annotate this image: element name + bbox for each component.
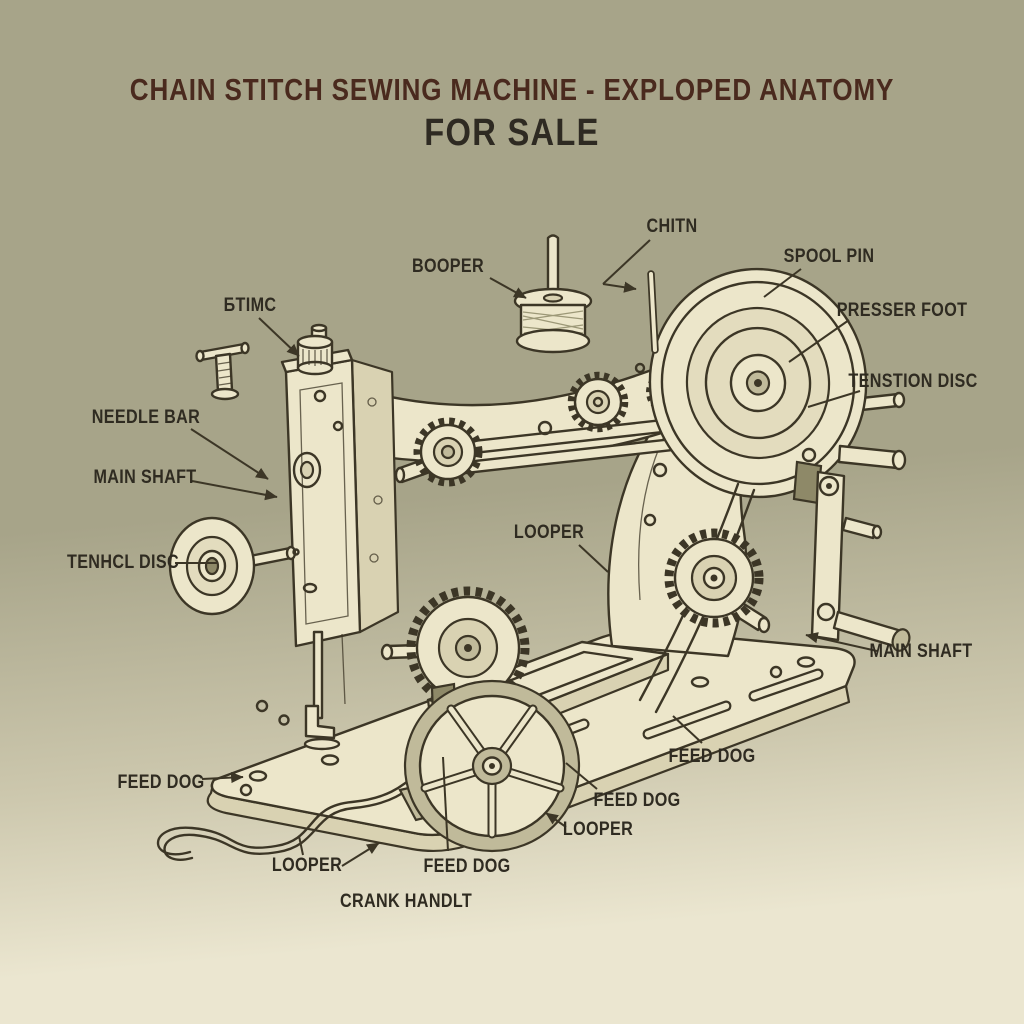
- part-label-looper-center: LOOPER: [513, 522, 585, 543]
- top-knobs-illustration: [296, 323, 334, 376]
- part-label-looper-bottom: LOOPER: [271, 855, 343, 876]
- part-label-chitn: CHITN: [646, 216, 698, 237]
- part-label-tenhcl-disc: TENHCL DISC: [66, 552, 180, 573]
- part-label-presser-foot: PRESSER FOOT: [836, 300, 968, 321]
- part-label-feed-dog-bottom: FEED DOG: [423, 856, 511, 877]
- part-label-feed-dog-left: FEED DOG: [117, 772, 205, 793]
- looper-gear-illustration: [664, 528, 771, 634]
- part-label-main-shaft-right: MAIN SHAFT: [869, 641, 973, 662]
- crank-handle-illustration: [792, 444, 911, 652]
- treadle-cord-illustration: [156, 766, 428, 861]
- leader-line-feed-dog-right: [672, 715, 703, 744]
- leader-line-main-shaft-left: [191, 480, 278, 501]
- machine-head-illustration: [280, 348, 400, 648]
- spool-pin-rod-illustration: [647, 270, 659, 354]
- leader-line-needle-bar: [190, 428, 269, 480]
- needle-bar-illustration: [303, 630, 346, 751]
- hand-wheel-illustration: [398, 679, 581, 853]
- leader-line-feed-dog-mid: [565, 762, 598, 790]
- leader-line-chitn: [602, 281, 637, 293]
- leader-line-spool-pin: [763, 268, 802, 298]
- arm-gear-large: [394, 417, 483, 487]
- bobbin-winder-illustration: [195, 341, 250, 401]
- part-label-feed-dog-mid: FEED DOG: [593, 790, 681, 811]
- part-label-needle-bar: NEEDLE BAR: [91, 407, 201, 428]
- leader-line-looper-center: [578, 544, 609, 573]
- part-label-btimc: ƂTIMC: [223, 295, 277, 316]
- part-label-main-shaft-left: MAIN SHAFT: [93, 467, 197, 488]
- leader-lines: [175, 239, 878, 867]
- tension-disc-illustration: [168, 516, 300, 616]
- part-label-tenstion-disc: TENSTION DISC: [848, 371, 978, 392]
- leader-line-main-shaft-right: [805, 632, 878, 652]
- leader-line-looper-bottom: [298, 835, 304, 856]
- leader-line-looper-mid: [545, 812, 567, 828]
- thread-spool-illustration: [513, 234, 593, 354]
- leader-line-feed-dog-left: [201, 771, 244, 784]
- part-label-booper: BOOPER: [411, 256, 485, 277]
- part-label-looper-mid: LOOPER: [562, 819, 634, 840]
- leader-line-presser-foot: [788, 319, 850, 363]
- part-label-crank-handlt: CRANK HANDLT: [339, 891, 473, 912]
- part-label-spool-pin: SPOOL PIN: [783, 246, 875, 267]
- leader-line-feed-dog-bottom: [442, 756, 449, 852]
- leader-line-tenstion-disc: [807, 390, 861, 408]
- diagram-title: CHAIN STITCH SEWING MACHINE - EXPLOPED A…: [129, 72, 895, 107]
- arm-gear-mid: [567, 371, 629, 433]
- diagram-subtitle: FOR SALE: [424, 112, 600, 154]
- leader-line-btimc: [258, 317, 300, 357]
- balance-wheel-illustration: [648, 267, 868, 499]
- part-label-feed-dog-right: FEED DOG: [668, 746, 756, 767]
- leader-line-chitn: [602, 239, 651, 285]
- leader-line-booper: [489, 277, 527, 299]
- leader-line-looper-bottom: [341, 842, 380, 867]
